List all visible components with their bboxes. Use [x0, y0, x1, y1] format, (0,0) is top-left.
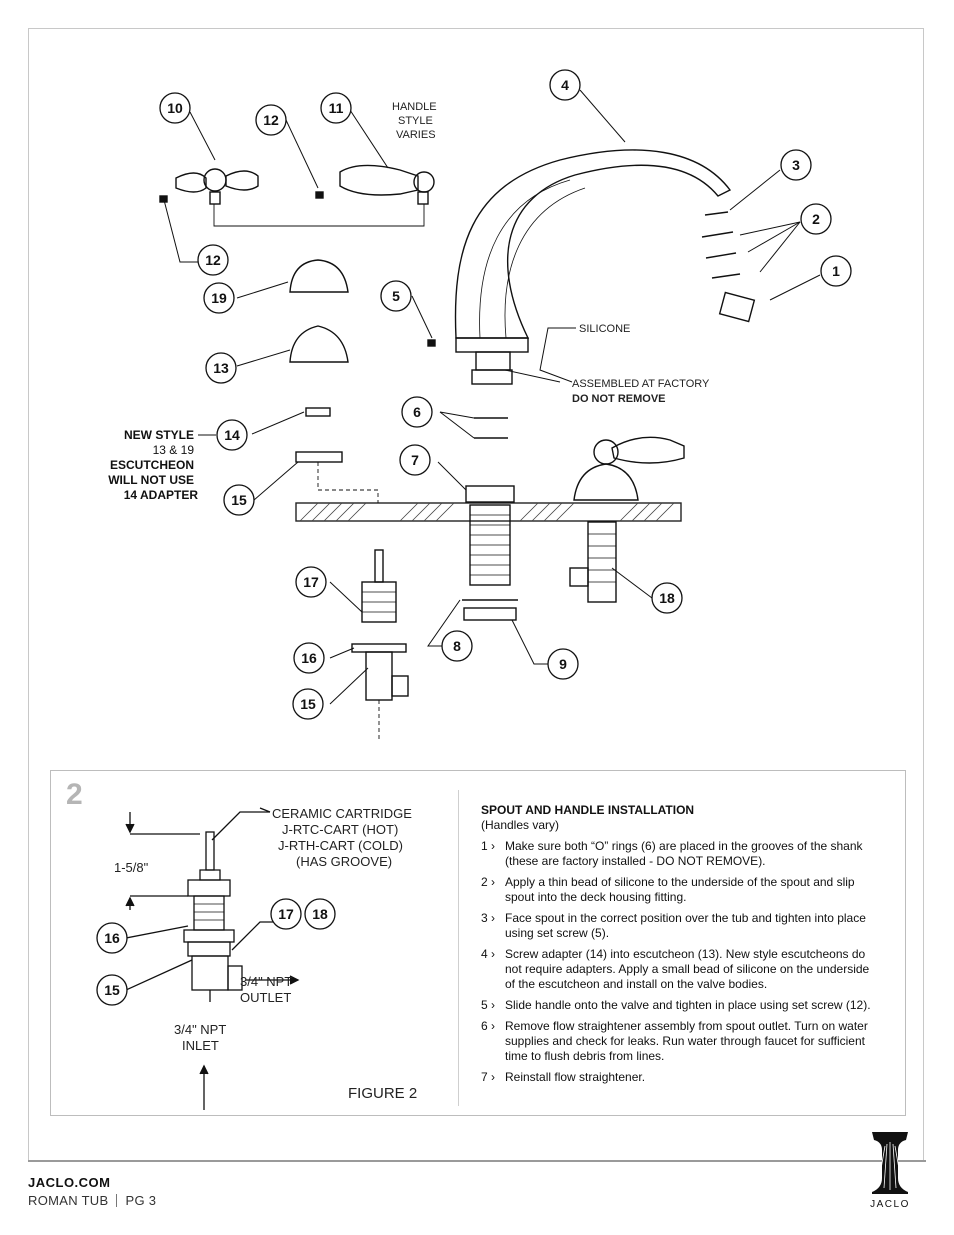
logo-wordmark: JACLO: [870, 1199, 910, 1210]
callout-15b: 15: [300, 696, 316, 712]
callout-16: 16: [301, 650, 317, 666]
callout-14: 14: [224, 427, 240, 443]
handle-style-label-3: VARIES: [396, 129, 436, 141]
jaclo-logo-icon: JACLO: [870, 1132, 910, 1210]
footer-doc-info: ROMAN TUB PG 3: [28, 1193, 156, 1208]
callout-11: 11: [329, 100, 344, 116]
callout-13: 13: [213, 360, 229, 376]
footer-separator: [116, 1194, 118, 1207]
callout-8: 8: [453, 638, 461, 654]
handle-style-label-2: STYLE: [398, 115, 433, 127]
fig2-callout-15: 15: [104, 982, 120, 998]
figure-caption: FIGURE 2: [348, 1085, 417, 1102]
callout-17: 17: [303, 574, 319, 590]
instructions-title: SPOUT AND HANDLE INSTALLATION: [481, 803, 695, 817]
figure-2-cartridge-diagram: 16 15 17 18 CERAMIC CARTRIDGE J-RTC-CART…: [96, 806, 417, 1110]
callout-2: 2: [812, 211, 820, 227]
callout-12: 12: [263, 112, 279, 128]
cartridge-label-2: J-RTC-CART (HOT): [282, 822, 398, 837]
outlet-label-1: 3/4" NPT: [240, 974, 292, 989]
instruction-step: 2 ›Apply a thin bead of silicone to the …: [481, 875, 855, 904]
dimension-label: 1-5/8": [114, 860, 149, 875]
callout-7: 7: [411, 452, 419, 468]
callout-3: 3: [792, 157, 800, 173]
callout-19: 19: [211, 290, 227, 306]
fig2-callout-16: 16: [104, 930, 120, 946]
new-style-label-5: 14 ADAPTER: [124, 488, 199, 502]
new-style-label-4: WILL NOT USE: [108, 473, 194, 487]
installation-instructions: SPOUT AND HANDLE INSTALLATION (Handles v…: [481, 803, 881, 1091]
installation-panel: [50, 770, 906, 1116]
instruction-step: 5 ›Slide handle onto the valve and tight…: [481, 998, 871, 1012]
cartridge-label-4: (HAS GROOVE): [296, 854, 392, 869]
footer-doc-name: ROMAN TUB: [28, 1193, 109, 1208]
instruction-steps: 1 ›Make sure both “O” rings (6) are plac…: [481, 839, 881, 1085]
do-not-remove-label: DO NOT REMOVE: [572, 393, 666, 405]
callout-18: 18: [659, 590, 675, 606]
callout-15: 15: [231, 492, 247, 508]
inlet-label-1: 3/4" NPT: [174, 1022, 226, 1037]
footer-rule: [28, 1160, 926, 1162]
fig2-callout-17: 17: [278, 906, 294, 922]
callout-5: 5: [392, 288, 400, 304]
callout-10: 10: [167, 100, 183, 116]
instruction-step: 7 ›Reinstall flow straightener.: [481, 1070, 646, 1084]
callout-12b: 12: [205, 252, 221, 268]
new-style-label-3: ESCUTCHEON: [110, 458, 194, 472]
instruction-step: 4 ›Screw adapter (14) into escutcheon (1…: [481, 947, 870, 991]
callout-1: 1: [832, 263, 840, 279]
new-style-label-2: 13 & 19: [153, 443, 195, 457]
cartridge-label-3: J-RTH-CART (COLD): [278, 838, 403, 853]
new-style-label-1: NEW STYLE: [124, 428, 194, 442]
cartridge-label-1: CERAMIC CARTRIDGE: [272, 806, 412, 821]
footer-page-number: PG 3: [125, 1193, 157, 1208]
instruction-step: 6 ›Remove flow straightener assembly fro…: [481, 1019, 868, 1063]
page-frame: [28, 28, 924, 1160]
assembled-label: ASSEMBLED AT FACTORY: [572, 378, 710, 390]
panel-divider: [458, 790, 459, 1106]
outlet-label-2: OUTLET: [240, 990, 291, 1005]
inlet-label-2: INLET: [182, 1038, 219, 1053]
callout-9: 9: [559, 656, 567, 672]
footer-site-link[interactable]: JACLO.COM: [28, 1175, 111, 1190]
handle-style-label-1: HANDLE: [392, 101, 437, 113]
exploded-parts-diagram: 10 12 11 4 3 2 1 12 19 5 13 14 15 6 7 17…: [108, 69, 852, 740]
fig2-callout-18: 18: [312, 906, 328, 922]
panel-number: 2: [66, 778, 83, 811]
callout-6: 6: [413, 404, 421, 420]
instruction-step: 3 ›Face spout in the correct position ov…: [481, 911, 866, 940]
callout-4: 4: [561, 77, 569, 93]
silicone-label: SILICONE: [579, 323, 630, 335]
instruction-step: 1 ›Make sure both “O” rings (6) are plac…: [481, 839, 863, 868]
instructions-subtitle: (Handles vary): [481, 818, 560, 832]
